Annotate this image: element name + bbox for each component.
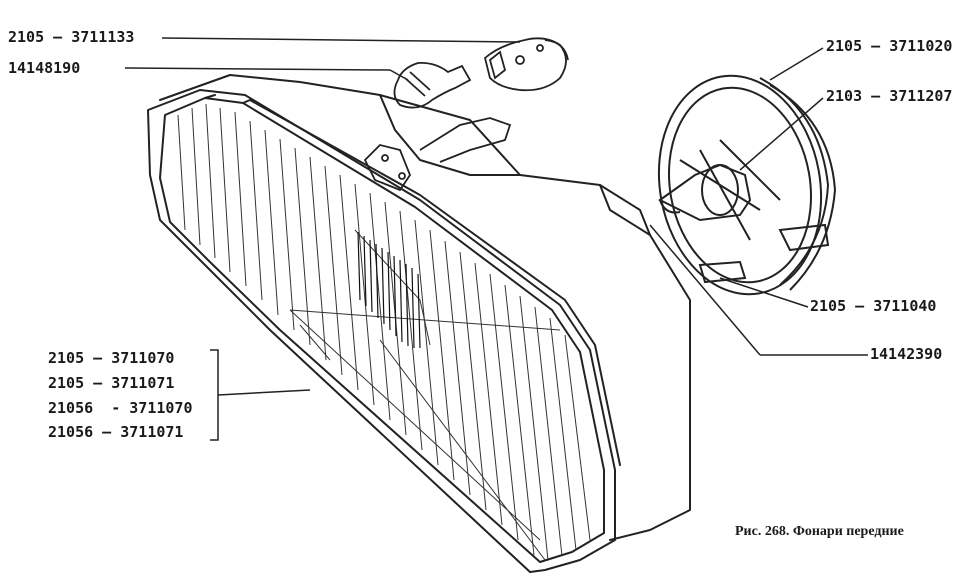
mount-bracket	[363, 117, 512, 192]
lens-ribs	[177, 103, 591, 561]
label-2105-3711070: 2105 — 3711070	[48, 349, 175, 367]
figure-caption: Рис. 268. Фонари передние	[735, 524, 904, 539]
lens-frame-outer	[147, 89, 616, 573]
label-14142390: 14142390	[870, 345, 943, 363]
label-2105-3711020: 2105 — 3711020	[826, 37, 953, 55]
reflector-ring	[657, 74, 837, 296]
label-2103-3711207: 2103 — 3711207	[826, 87, 953, 105]
label-21056-3711071: 21056 — 3711071	[48, 423, 184, 441]
label-2105-3711133: 2105 — 3711133	[8, 28, 135, 46]
housing-outline	[159, 74, 691, 541]
lens-dark-block	[357, 231, 421, 349]
label-21056-3711070: 21056 - 3711070	[48, 399, 193, 417]
label-2105-3711040: 2105 — 3711040	[810, 297, 937, 315]
bulb-socket	[483, 37, 569, 92]
label-14148190: 14148190	[8, 59, 81, 77]
lens-frame-inner	[159, 97, 605, 563]
small-bulb	[393, 62, 472, 109]
label-2105-3711071: 2105 — 3711071	[48, 374, 175, 392]
leader-lines	[124, 37, 868, 441]
